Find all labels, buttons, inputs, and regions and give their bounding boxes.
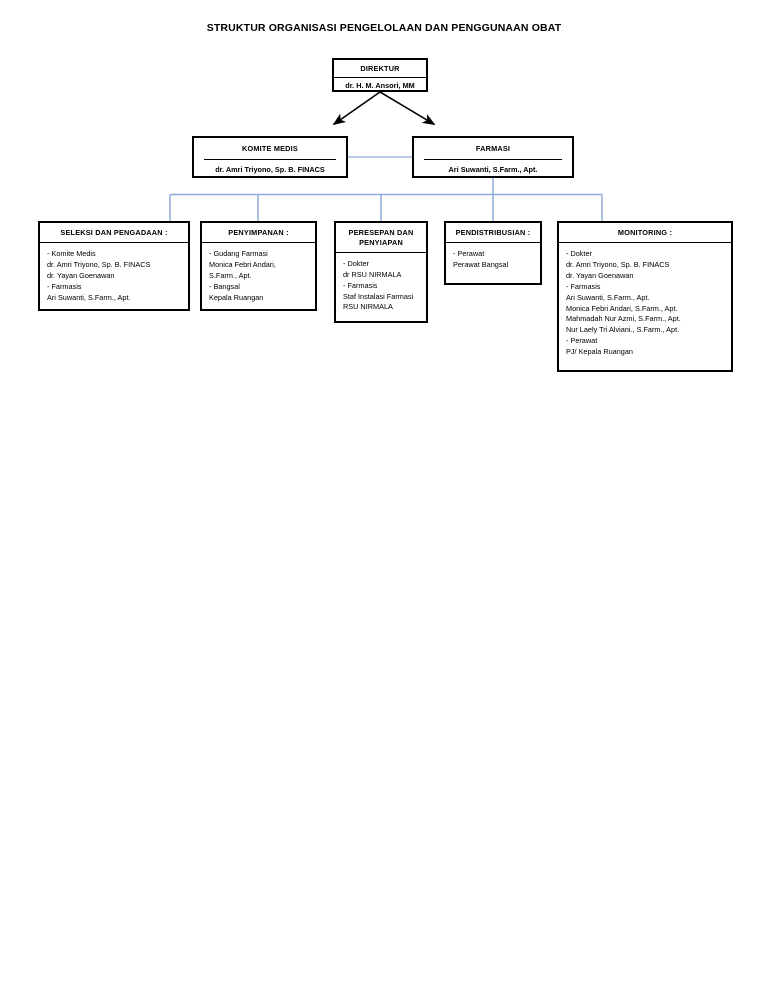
org-node-seleksi-dan-pengadaan[interactable]: SELEKSI DAN PENGADAAN : - Komite Medis d… bbox=[38, 221, 190, 311]
org-node-line: Monica Febri Andari, bbox=[209, 259, 276, 269]
org-node-penyimpanan[interactable]: PENYIMPANAN : - Gudang Farmasi Monica Fe… bbox=[200, 221, 317, 311]
org-node-peresepan-dan-penyiapan[interactable]: PERESEPAN DAN PENYIAPAN - Dokter dr RSU … bbox=[334, 221, 428, 323]
org-node-monitoring-header: MONITORING : bbox=[559, 223, 731, 243]
org-node-farmasi-body: Ari Suwanti, S.Farm., Apt. bbox=[414, 160, 572, 182]
org-node-line: Kepala Ruangan bbox=[209, 292, 264, 302]
org-node-farmasi-header: FARMASI bbox=[475, 144, 511, 153]
org-node-line: Mahmadah Nur Azmi, S.Farm., Apt. bbox=[566, 314, 681, 324]
org-node-pendistribusian-header: PENDISTRIBUSIAN : bbox=[446, 223, 540, 243]
org-node-direktur-header: DIREKTUR bbox=[334, 60, 426, 78]
org-node-line: PJ/ Kepala Ruangan bbox=[566, 347, 633, 357]
org-node-line: - Dokter bbox=[343, 258, 369, 268]
org-node-komite-medis-line-1: dr. Amri Triyono, Sp. B. FINACS bbox=[215, 164, 325, 174]
divider bbox=[204, 158, 336, 160]
edge-direktur-to-farmasi bbox=[379, 91, 436, 126]
org-node-line: - Farmasis bbox=[47, 281, 82, 291]
org-node-monitoring[interactable]: MONITORING : - Dokter dr. Amri Triyono, … bbox=[557, 221, 733, 372]
org-node-penyimpanan-body: - Gudang Farmasi Monica Febri Andari, S.… bbox=[202, 243, 315, 310]
org-node-line: - Perawat bbox=[453, 248, 485, 258]
org-node-farmasi-line-1: Ari Suwanti, S.Farm., Apt. bbox=[448, 164, 538, 174]
org-node-line: - Gudang Farmasi bbox=[209, 248, 268, 258]
org-node-komite-medis-header: KOMITE MEDIS bbox=[242, 144, 298, 153]
org-node-line: - Komite Medis bbox=[47, 248, 96, 258]
org-node-line: Nur Laely Tri Alviani., S.Farm., Apt. bbox=[566, 325, 680, 335]
org-node-line: - Perawat bbox=[566, 336, 598, 346]
divider bbox=[424, 158, 562, 160]
org-node-line: - Farmasis bbox=[343, 280, 378, 290]
org-node-komite-medis-body: dr. Amri Triyono, Sp. B. FINACS bbox=[194, 160, 346, 182]
org-node-line: dr. Amri Triyono, Sp. B. FINACS bbox=[47, 259, 151, 269]
org-node-line: Perawat Bangsal bbox=[453, 259, 509, 269]
org-node-line: Ari Suwanti, S.Farm., Apt. bbox=[566, 292, 650, 302]
edge-direktur-to-komite-medis bbox=[332, 91, 381, 126]
org-node-line: dr RSU NIRMALA bbox=[343, 269, 402, 279]
org-node-line: S.Farm., Apt. bbox=[209, 270, 252, 280]
org-node-line: Monica Febri Andari, S.Farm., Apt. bbox=[566, 303, 678, 313]
org-node-line: RSU NIRMALA bbox=[343, 302, 393, 312]
org-node-line: - Farmasis bbox=[566, 281, 601, 291]
org-node-direktur[interactable]: DIREKTUR dr. H. M. Ansori, MM bbox=[332, 58, 428, 92]
org-node-pendistribusian[interactable]: PENDISTRIBUSIAN : - Perawat Perawat Bang… bbox=[444, 221, 542, 285]
page-title: STRUKTUR ORGANISASI PENGELOLAAN DAN PENG… bbox=[206, 22, 562, 34]
org-node-line: Staf Instalasi Farmasi bbox=[343, 291, 414, 301]
org-node-direktur-body: dr. H. M. Ansori, MM bbox=[334, 78, 426, 95]
org-node-line: Ari Suwanti, S.Farm., Apt. bbox=[47, 292, 131, 302]
org-node-komite-medis[interactable]: KOMITE MEDIS dr. Amri Triyono, Sp. B. FI… bbox=[192, 136, 348, 178]
org-node-seleksi-dan-pengadaan-body: - Komite Medis dr. Amri Triyono, Sp. B. … bbox=[40, 243, 188, 310]
org-node-peresepan-dan-penyiapan-body: - Dokter dr RSU NIRMALA - Farmasis Staf … bbox=[336, 253, 426, 320]
org-node-line: dr. Amri Triyono, Sp. B. FINACS bbox=[566, 259, 670, 269]
org-node-line: - Bangsal bbox=[209, 281, 240, 291]
org-node-line: dr. Yayan Goenawan bbox=[566, 270, 634, 280]
org-node-monitoring-body: - Dokter dr. Amri Triyono, Sp. B. FINACS… bbox=[559, 243, 731, 364]
org-node-line: - Dokter bbox=[566, 248, 592, 258]
org-node-seleksi-dan-pengadaan-header: SELEKSI DAN PENGADAAN : bbox=[40, 223, 188, 243]
org-node-farmasi[interactable]: FARMASI Ari Suwanti, S.Farm., Apt. bbox=[412, 136, 574, 178]
org-node-pendistribusian-body: - Perawat Perawat Bangsal bbox=[446, 243, 540, 277]
org-node-peresepan-dan-penyiapan-header: PERESEPAN DAN PENYIAPAN bbox=[336, 223, 426, 253]
org-node-penyimpanan-header: PENYIMPANAN : bbox=[202, 223, 315, 243]
org-node-direktur-line-1: dr. H. M. Ansori, MM bbox=[345, 80, 415, 90]
org-node-line: dr. Yayan Goenawan bbox=[47, 270, 115, 280]
